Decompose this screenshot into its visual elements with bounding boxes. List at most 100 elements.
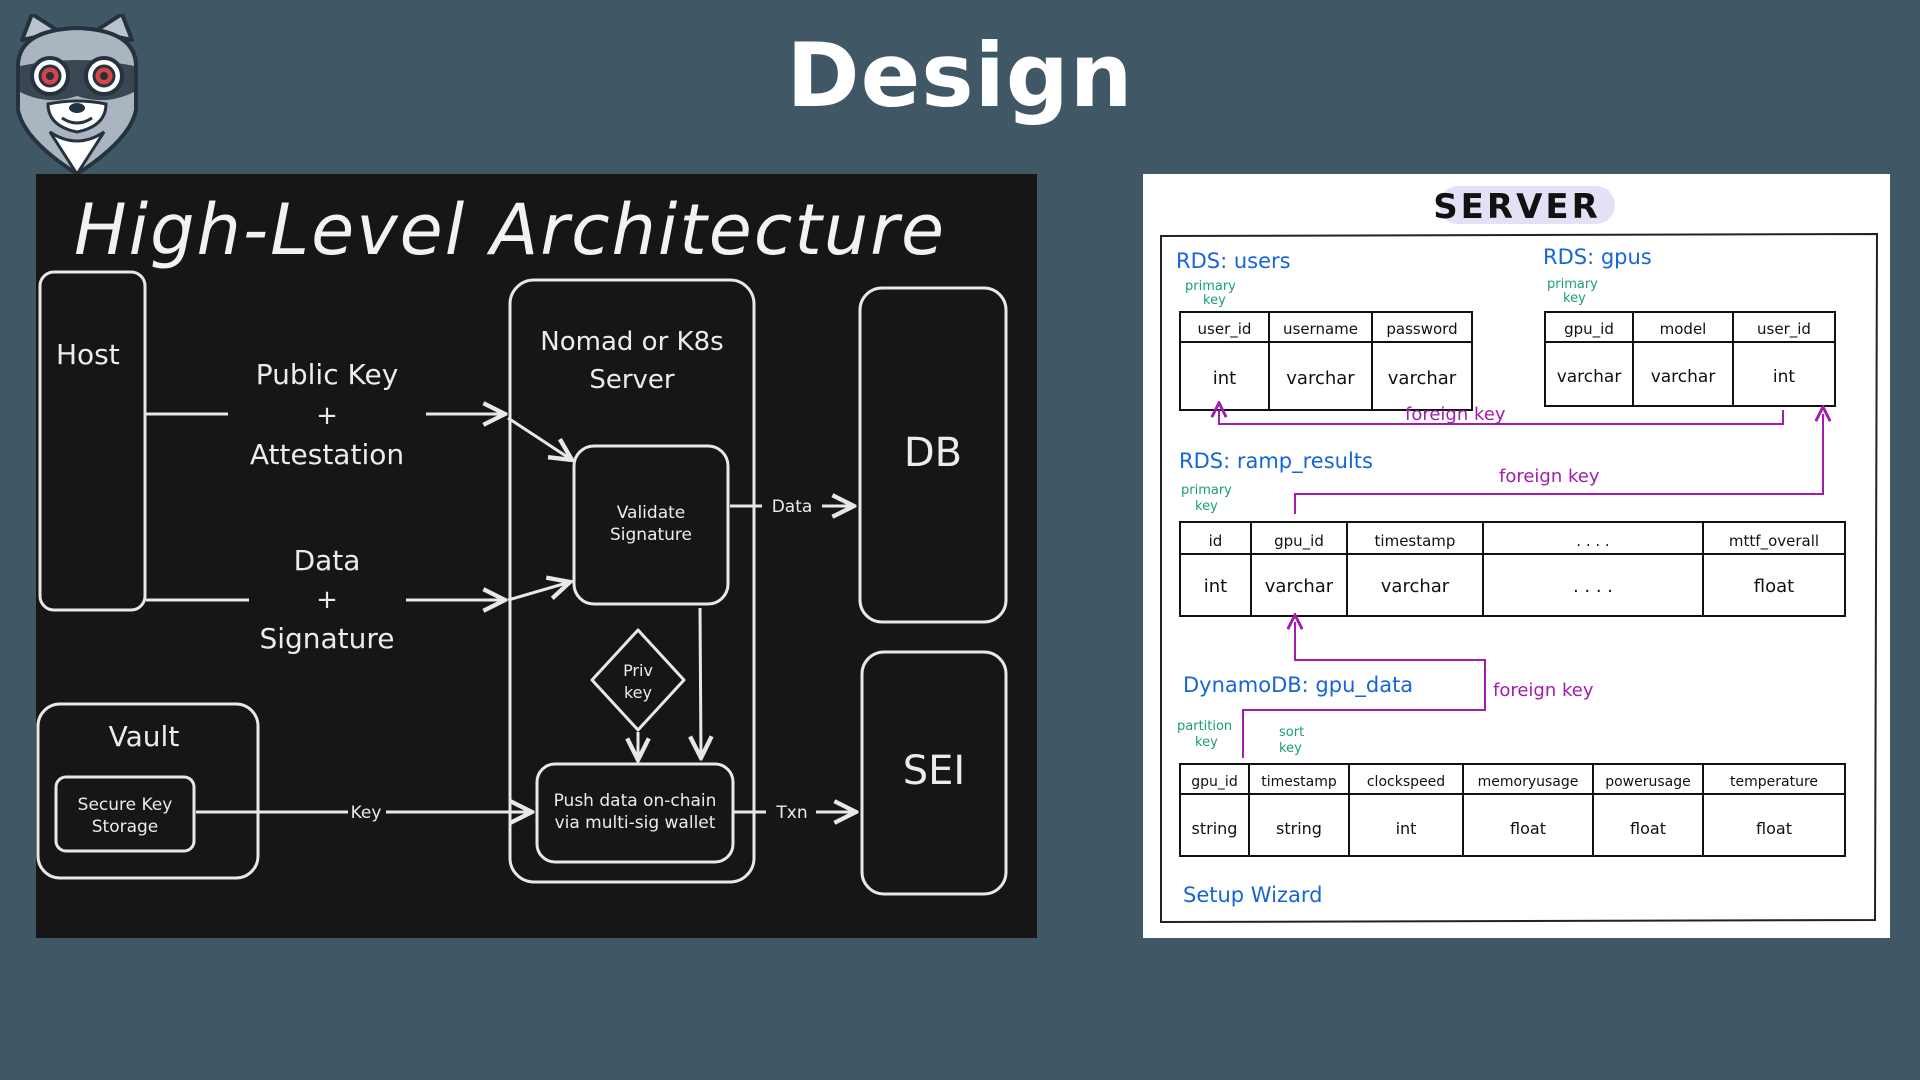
users-column-header: user_id xyxy=(1198,320,1252,339)
ramp-column-header: id xyxy=(1209,532,1223,550)
validate-signature-box xyxy=(572,444,730,606)
validate-push-arrow xyxy=(700,607,701,758)
dynamo-column-header: gpu_id xyxy=(1191,774,1237,790)
host-box xyxy=(38,270,147,612)
sei-label: SEI xyxy=(903,748,965,794)
priv-label-1: Priv xyxy=(623,661,653,680)
priv-key-diamond xyxy=(590,628,686,732)
secure-key-storage-box xyxy=(54,775,196,853)
dynamo-column-type: float xyxy=(1510,819,1546,838)
txn-arrow-label: Txn xyxy=(775,803,807,823)
dynamo-column-header: timestamp xyxy=(1261,774,1337,790)
ramp-column-type: varchar xyxy=(1265,576,1334,597)
server-schema-diagram: SERVER RDS: users primary key user_idint… xyxy=(1143,174,1890,938)
slide-title: Design xyxy=(786,24,1134,127)
validate-label-2: Signature xyxy=(610,525,692,545)
db-box xyxy=(858,286,1008,624)
pubkey-label: Public Key xyxy=(256,358,399,391)
dynamo-column-type: int xyxy=(1396,819,1417,838)
gpus-column-header: user_id xyxy=(1757,320,1811,339)
data-label: Data xyxy=(294,544,361,577)
data-to-validate-arrow xyxy=(507,582,570,602)
ramp-column-type: . . . . xyxy=(1573,576,1613,597)
users-column-header: username xyxy=(1283,320,1358,338)
dynamo-pk-2: key xyxy=(1195,735,1218,750)
ramp-column-type: int xyxy=(1204,576,1227,597)
dynamo-column-type: string xyxy=(1192,819,1238,838)
server-header-pill xyxy=(1439,186,1615,224)
dynamo-pk-1: partition xyxy=(1177,719,1232,734)
foreign-key-label-1: foreign key xyxy=(1405,404,1506,425)
server-label-1: Nomad or K8s xyxy=(540,327,723,357)
ramp-pk-2: key xyxy=(1195,499,1218,514)
architecture-diagram: High-Level Architecture xyxy=(36,174,1037,938)
fk-gpu-id-link xyxy=(1294,414,1823,514)
dynamo-sk-2: key xyxy=(1279,741,1302,756)
users-pk-1: primary xyxy=(1185,279,1236,294)
dynamo-column-header: temperature xyxy=(1730,774,1818,790)
pubkey-plus: + xyxy=(316,401,338,431)
push-label-2: via multi-sig wallet xyxy=(555,813,716,833)
sei-box xyxy=(860,650,1008,896)
users-column-type: varchar xyxy=(1286,368,1355,389)
secure-key-label-1: Secure Key xyxy=(78,795,173,815)
priv-label-2: key xyxy=(624,683,652,702)
secure-key-label-2: Storage xyxy=(92,817,159,837)
push-label-1: Push data on-chain xyxy=(554,791,717,811)
setup-wizard-label: Setup Wizard xyxy=(1183,883,1322,907)
users-column-type: int xyxy=(1213,368,1236,389)
vault-label: Vault xyxy=(109,720,180,753)
ramp-column-header: . . . . xyxy=(1576,532,1609,550)
dynamo-table xyxy=(1179,763,1846,857)
ramp-pk-1: primary xyxy=(1181,483,1232,498)
gpus-column-header: model xyxy=(1660,320,1707,338)
gpus-column-type: varchar xyxy=(1651,367,1716,387)
raccoon-logo xyxy=(16,14,138,176)
ramp-column-type: varchar xyxy=(1381,576,1450,597)
data-plus: + xyxy=(316,585,338,615)
push-onchain-box xyxy=(535,762,735,864)
ramp-column-header: mttf_overall xyxy=(1729,532,1819,551)
gpus-column-header: gpu_id xyxy=(1564,320,1614,339)
validate-label-1: Validate xyxy=(617,503,686,523)
users-column-type: varchar xyxy=(1388,368,1457,389)
dynamo-column-type: float xyxy=(1756,819,1792,838)
fk-gpu-data-link xyxy=(1242,622,1486,758)
dynamo-column-type: float xyxy=(1630,819,1666,838)
gpus-pk-1: primary xyxy=(1547,277,1598,292)
foreign-key-label-2: foreign key xyxy=(1499,466,1600,487)
users-column-header: password xyxy=(1386,320,1457,338)
gpus-pk-2: key xyxy=(1563,291,1586,306)
dynamo-column-type: string xyxy=(1276,819,1322,838)
users-pk-2: key xyxy=(1203,293,1226,308)
attestation-label: Attestation xyxy=(250,438,404,471)
schema-frame xyxy=(1160,232,1879,924)
server-box xyxy=(508,278,756,884)
ramp-column-type: float xyxy=(1754,576,1794,597)
key-arrow-label: Key xyxy=(351,803,382,823)
db-arrow-label: Data xyxy=(772,497,813,517)
server-header: SERVER xyxy=(1433,187,1601,227)
users-table xyxy=(1179,311,1473,411)
server-label-2: Server xyxy=(589,365,675,395)
dynamo-column-header: powerusage xyxy=(1605,774,1691,790)
db-label: DB xyxy=(904,430,962,476)
dynamo-column-header: clockspeed xyxy=(1367,774,1445,790)
ramp-column-header: gpu_id xyxy=(1274,532,1324,551)
pubkey-to-validate-arrow xyxy=(507,416,572,460)
foreign-key-label-3: foreign key xyxy=(1493,680,1594,701)
signature-label: Signature xyxy=(259,622,394,655)
ramp-title: RDS: ramp_results xyxy=(1179,449,1373,474)
dynamo-sk-1: sort xyxy=(1279,725,1304,740)
gpus-table xyxy=(1544,311,1836,407)
host-label: Host xyxy=(56,338,120,371)
dynamo-column-header: memoryusage xyxy=(1478,774,1579,790)
ramp-table xyxy=(1179,521,1846,617)
ramp-column-header: timestamp xyxy=(1375,532,1456,550)
users-title: RDS: users xyxy=(1176,249,1291,273)
gpus-title: RDS: gpus xyxy=(1543,245,1652,269)
gpus-column-type: varchar xyxy=(1557,367,1622,387)
dynamo-title: DynamoDB: gpu_data xyxy=(1183,673,1413,698)
vault-box xyxy=(36,702,260,880)
